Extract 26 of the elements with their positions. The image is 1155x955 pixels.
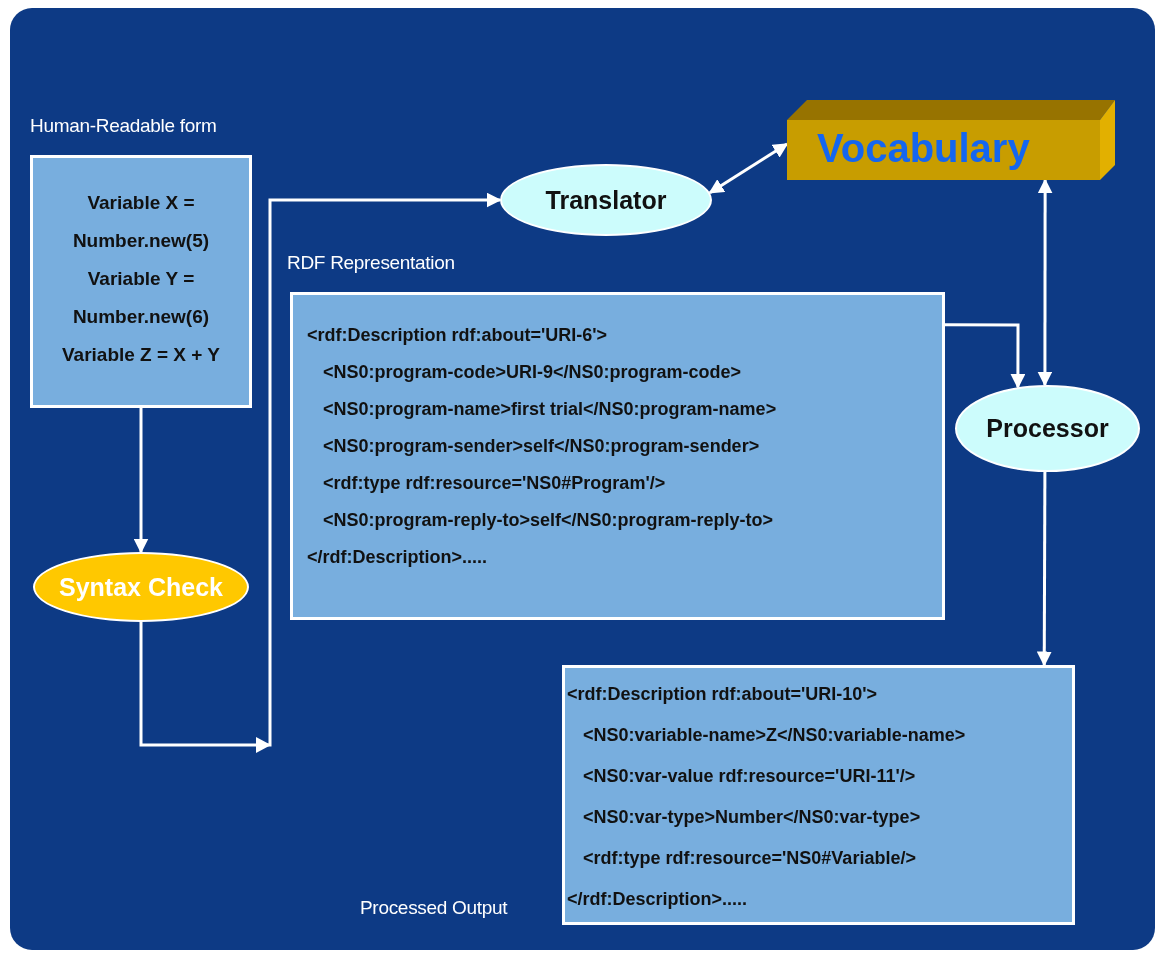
code-line: <NS0:program-name>first trial</NS0:program-name> xyxy=(323,398,777,421)
code-line: </rdf:Description>..... xyxy=(307,546,488,569)
code-statement: Variable X = Number.new(5) xyxy=(71,191,211,253)
code-line: <NS0:program-reply-to>self</NS0:program-reply-to> xyxy=(323,509,774,532)
process-label: Syntax Check xyxy=(59,572,223,602)
code-statement: Variable Y = Number.new(6) xyxy=(71,267,211,329)
code-line: <NS0:program-sender>self</NS0:program-sender> xyxy=(323,435,760,458)
code-line: </rdf:Description>..... xyxy=(567,888,748,911)
section-caption: Processed Output xyxy=(360,897,508,919)
code-line: <NS0:variable-name>Z</NS0:variable-name> xyxy=(583,724,966,747)
code-box xyxy=(30,155,252,408)
process-label: Processor xyxy=(986,414,1109,443)
code-line: <rdf:Description rdf:about='URI-6'> xyxy=(307,324,608,347)
code-line: <rdf:type rdf:resource='NS0#Program'/> xyxy=(323,472,666,495)
process-label: Translator xyxy=(545,185,667,215)
block-title: Vocabulary xyxy=(817,126,1030,171)
code-line: <rdf:type rdf:resource='NS0#Variable/> xyxy=(583,847,916,870)
code-line: <NS0:var-type>Number</NS0:var-type> xyxy=(583,806,921,829)
code-box xyxy=(562,665,1075,925)
code-line: <rdf:Description rdf:about='URI-10'> xyxy=(567,683,878,706)
section-caption: Human-Readable form xyxy=(30,115,217,137)
code-line: <NS0:var-value rdf:resource='URI-11'/> xyxy=(583,765,916,788)
section-caption: RDF Representation xyxy=(287,252,455,274)
code-statement: Variable Z = X + Y xyxy=(60,343,222,367)
code-line: <NS0:program-code>URI-9</NS0:program-code> xyxy=(323,361,742,384)
code-box xyxy=(290,292,945,620)
